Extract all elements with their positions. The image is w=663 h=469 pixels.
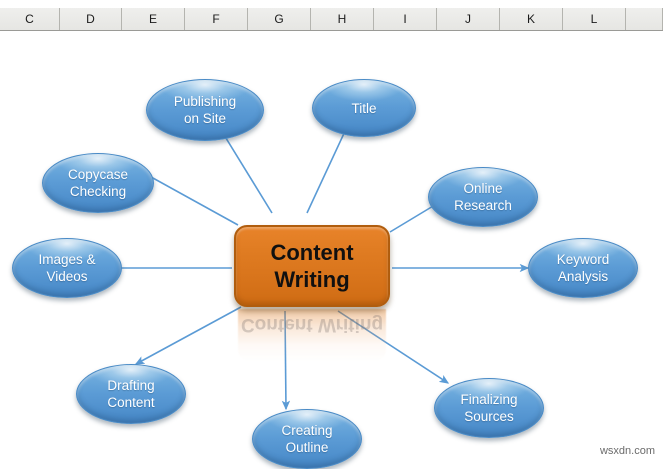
- connector-to-creating-outline: [281, 310, 291, 411]
- center-node-label: Content Writing: [270, 240, 354, 292]
- column-header-g[interactable]: G: [248, 8, 311, 30]
- connector-to-drafting-content: [134, 306, 242, 365]
- node-copycase-checking[interactable]: Copycase Checking: [42, 153, 154, 213]
- node-label-publishing-on-site: Publishing on Site: [173, 94, 237, 126]
- column-header-l[interactable]: L: [563, 8, 626, 30]
- column-header-i[interactable]: I: [374, 8, 437, 30]
- node-title[interactable]: Title: [312, 79, 416, 137]
- connector-layer: [90, 112, 530, 411]
- node-label-images-and-videos: Images & Videos: [38, 252, 96, 284]
- node-online-research[interactable]: Online Research: [428, 167, 538, 227]
- node-label-online-research: Online Research: [454, 181, 512, 213]
- center-node-content-writing[interactable]: Content Writing: [234, 225, 390, 307]
- node-label-finalizing-sources: Finalizing Sources: [460, 392, 518, 424]
- column-header-h[interactable]: H: [311, 8, 374, 30]
- center-node-reflection-text: Content Writing: [240, 314, 384, 335]
- column-header-f[interactable]: F: [185, 8, 248, 30]
- node-publishing-on-site[interactable]: Publishing on Site: [146, 79, 264, 141]
- connector-to-finalizing-sources: [337, 310, 450, 384]
- column-header-partial[interactable]: [626, 8, 663, 30]
- node-finalizing-sources[interactable]: Finalizing Sources: [434, 378, 544, 438]
- column-header-c[interactable]: C: [0, 8, 60, 30]
- connector-lines: [90, 112, 530, 411]
- column-header-e[interactable]: E: [122, 8, 185, 30]
- watermark-text: wsxdn.com: [599, 445, 655, 457]
- diagram-canvas: Content Writing Content Writing Publishi…: [0, 31, 663, 469]
- column-header-k[interactable]: K: [500, 8, 563, 30]
- node-label-drafting-content: Drafting Content: [107, 378, 155, 410]
- node-drafting-content[interactable]: Drafting Content: [76, 364, 186, 424]
- node-images-and-videos[interactable]: Images & Videos: [12, 238, 122, 298]
- node-creating-outline[interactable]: Creating Outline: [252, 409, 362, 469]
- node-label-keyword-analysis: Keyword Analysis: [556, 252, 610, 284]
- column-header-j[interactable]: J: [437, 8, 500, 30]
- node-keyword-analysis[interactable]: Keyword Analysis: [528, 238, 638, 298]
- center-node-reflection: [238, 309, 386, 361]
- node-label-creating-outline: Creating Outline: [281, 423, 333, 455]
- column-header-d[interactable]: D: [60, 8, 122, 30]
- node-label-title: Title: [351, 100, 377, 116]
- node-label-copycase-checking: Copycase Checking: [67, 167, 129, 199]
